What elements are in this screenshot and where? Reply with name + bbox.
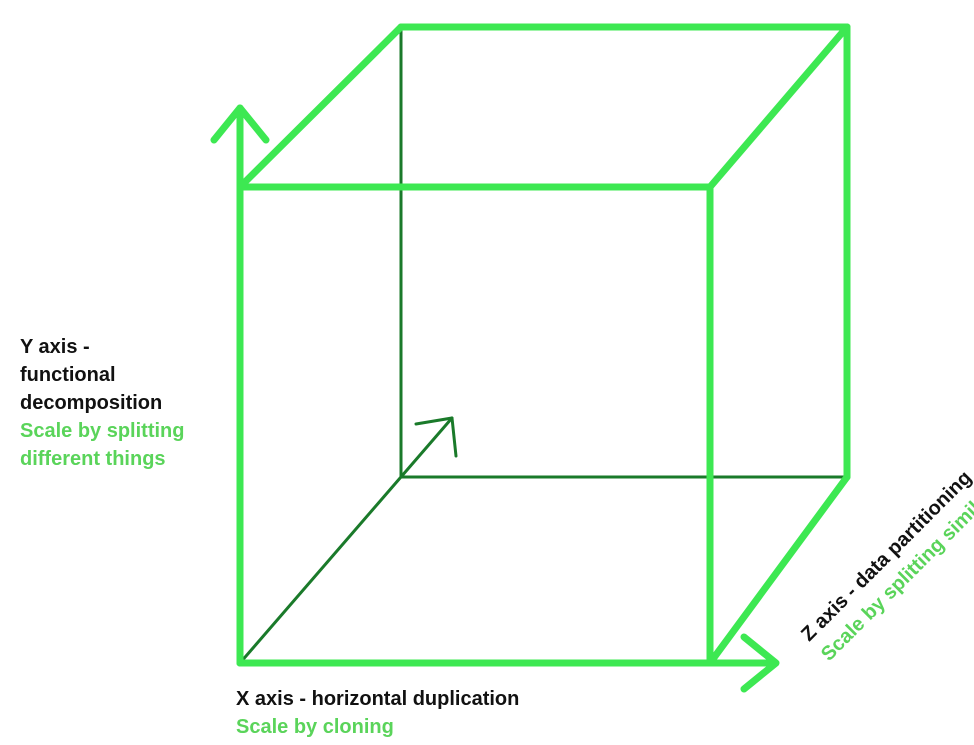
z-axis-diagonal (238, 416, 454, 665)
y-axis-title-line3: decomposition (20, 392, 163, 414)
bottom-right-diagonal (706, 473, 851, 667)
y-axis-label: Y axis - functional decomposition Scale … (20, 333, 184, 473)
y-axis-desc-line2: different things (20, 448, 166, 470)
x-axis-desc: Scale by cloning (236, 716, 394, 738)
x-axis-arrowhead (740, 633, 780, 693)
cube-back-edges (238, 25, 849, 665)
y-axis-title-line2: functional (20, 364, 116, 386)
y-axis-title-line1: Y axis - (20, 336, 90, 358)
z-axis-arrowhead-inner (414, 416, 458, 458)
cube-front-edges (210, 23, 851, 693)
y-axis-desc-line1: Scale by splitting (20, 420, 185, 442)
x-axis-title: X axis - horizontal duplication (236, 688, 520, 710)
y-axis-arrowhead (210, 104, 270, 144)
top-right-diagonal (706, 23, 851, 191)
top-left-diagonal (236, 23, 405, 191)
x-axis-label: X axis - horizontal duplication Scale by… (236, 685, 519, 741)
